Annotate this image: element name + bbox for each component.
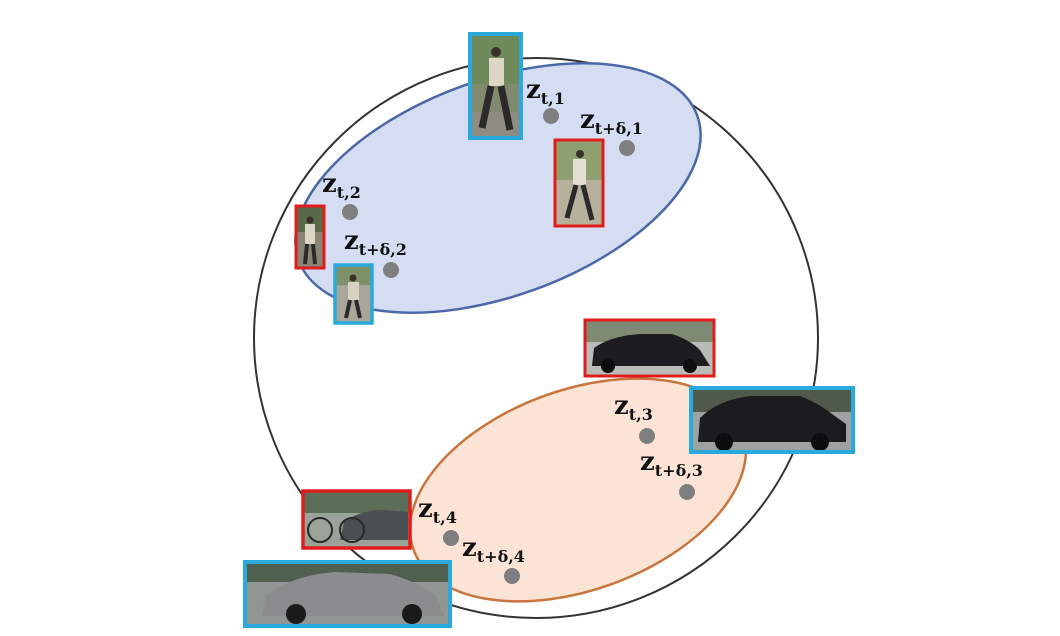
thumbnail-pedestrian-4 — [333, 263, 374, 325]
point-z-t-delta-4: zt+δ,4 — [462, 533, 525, 584]
point-z-t-2: zt,2 — [322, 169, 361, 220]
svg-text:zt,1: zt,1 — [526, 75, 565, 108]
svg-text:zt+δ,1: zt+δ,1 — [580, 105, 643, 138]
point-z-t-3: zt,3 — [614, 391, 655, 444]
thumbnail-pedestrian-2 — [553, 138, 605, 228]
svg-text:zt,2: zt,2 — [322, 169, 361, 202]
thumbnail-pedestrian-3 — [294, 204, 326, 270]
point-z-t-4: zt,4 — [418, 494, 459, 546]
embedding-space-circle — [253, 57, 819, 619]
thumbnail-car-2 — [689, 386, 855, 454]
point-z-t-delta-2: zt+δ,2 — [344, 226, 407, 278]
svg-text:zt+δ,2: zt+δ,2 — [344, 226, 407, 259]
point-z-t-1: zt,1 — [526, 75, 565, 124]
point-z-t-delta-1: zt+δ,1 — [580, 105, 643, 156]
svg-text:zt+δ,3: zt+δ,3 — [640, 447, 703, 480]
point-z-t-delta-3: zt+δ,3 — [640, 447, 703, 500]
thumbnail-car-1 — [583, 318, 716, 378]
svg-text:zt+δ,4: zt+δ,4 — [462, 533, 525, 566]
thumbnail-car-3 — [301, 489, 412, 550]
svg-text:zt,3: zt,3 — [614, 391, 653, 424]
thumbnail-car-4 — [243, 560, 452, 628]
thumbnail-pedestrian-1 — [468, 32, 523, 140]
svg-text:zt,4: zt,4 — [418, 494, 457, 527]
